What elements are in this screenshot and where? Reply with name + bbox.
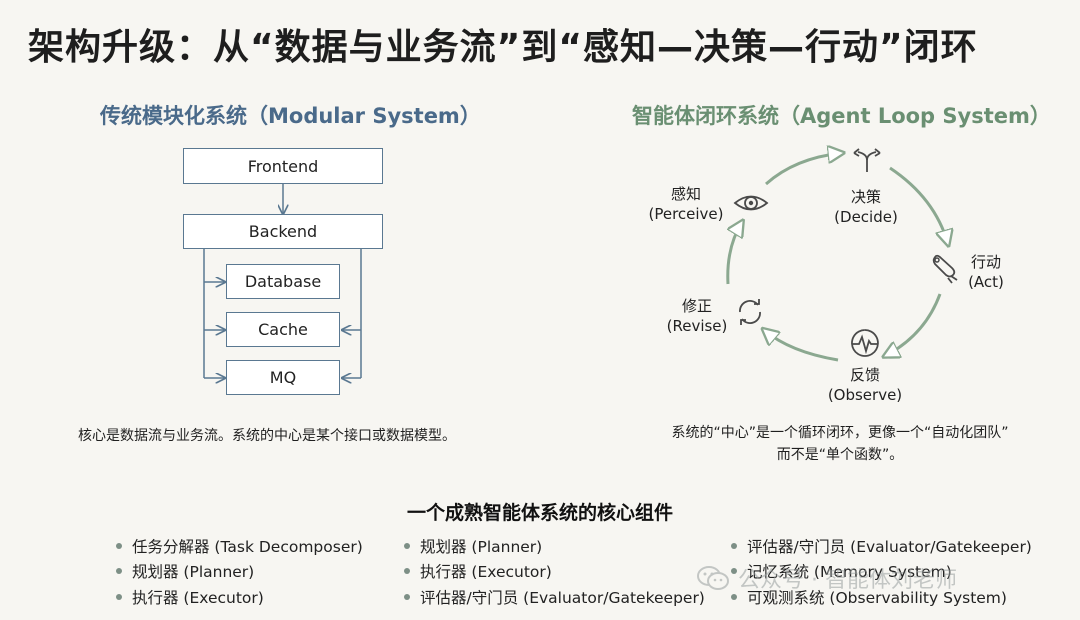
bullet-icon bbox=[731, 593, 737, 600]
component-label: 评估器/守门员 (Evaluator/Gatekeeper) bbox=[747, 537, 1032, 556]
component-label: 评估器/守门员 (Evaluator/Gatekeeper) bbox=[420, 588, 705, 607]
agent-loop-caption-line2: 而不是“单个函数”。 bbox=[776, 447, 904, 463]
stage-perceive-zh: 感知 bbox=[670, 185, 701, 203]
refresh-icon bbox=[739, 299, 761, 325]
perceive-to-decide-arrow bbox=[764, 153, 842, 186]
components-title: 一个成熟智能体系统的核心组件 bbox=[406, 502, 673, 524]
bullet-icon bbox=[404, 593, 410, 600]
stage-act-en: (Act) bbox=[968, 273, 1004, 291]
component-item: 执行器 (Executor) bbox=[116, 584, 363, 610]
eye-icon bbox=[733, 195, 769, 211]
decide-to-act-arrow bbox=[889, 166, 948, 244]
frontend-box: Frontend bbox=[183, 148, 383, 184]
database-box: Database bbox=[226, 264, 340, 299]
backend-box: Backend bbox=[183, 214, 383, 249]
bullet-icon bbox=[116, 568, 122, 575]
fork-arrows-icon bbox=[853, 148, 881, 172]
component-item: 规划器 (Planner) bbox=[404, 533, 705, 559]
stage-observe: 反馈 (Observe) bbox=[824, 365, 906, 405]
component-item: 可观测系统 (Observability System) bbox=[731, 584, 1032, 610]
stage-decide: 决策 (Decide) bbox=[826, 187, 906, 227]
stage-revise: 修正 (Revise) bbox=[660, 296, 734, 336]
component-label: 任务分解器 (Task Decomposer) bbox=[132, 537, 363, 556]
bullet-icon bbox=[404, 568, 410, 575]
revise-to-perceive-arrow bbox=[726, 222, 742, 285]
component-label: 执行器 (Executor) bbox=[132, 588, 264, 607]
cache-box: Cache bbox=[226, 312, 340, 347]
stage-act-zh: 行动 bbox=[970, 253, 1001, 271]
mq-box: MQ bbox=[226, 360, 340, 395]
stage-decide-en: (Decide) bbox=[834, 208, 898, 226]
stage-observe-zh: 反馈 bbox=[849, 366, 880, 384]
component-label: 记忆系统 (Memory System) bbox=[747, 563, 952, 582]
stage-decide-zh: 决策 bbox=[850, 188, 881, 206]
observe-to-revise-arrow bbox=[764, 330, 839, 362]
pulse-monitor-icon bbox=[851, 329, 879, 357]
stage-act: 行动 (Act) bbox=[960, 252, 1012, 292]
component-item: 评估器/守门员 (Evaluator/Gatekeeper) bbox=[404, 584, 705, 610]
component-label: 可观测系统 (Observability System) bbox=[747, 588, 1007, 607]
component-label: 规划器 (Planner) bbox=[132, 563, 255, 582]
wechat-icon bbox=[697, 566, 729, 590]
components-column-2: 规划器 (Planner) 执行器 (Executor) 评估器/守门员 (Ev… bbox=[404, 533, 705, 610]
stage-revise-zh: 修正 bbox=[681, 297, 712, 315]
stage-perceive-en: (Perceive) bbox=[648, 205, 724, 223]
bullet-icon bbox=[731, 568, 737, 575]
stage-revise-en: (Revise) bbox=[666, 317, 728, 335]
component-item: 任务分解器 (Task Decomposer) bbox=[116, 533, 363, 559]
bullet-icon bbox=[404, 542, 410, 549]
stage-observe-en: (Observe) bbox=[827, 386, 903, 404]
modular-system-subtitle: 传统模块化系统（Modular System） bbox=[100, 104, 481, 128]
agent-loop-caption: 系统的“中心”是一个循环闭环，更像一个“自动化团队” 而不是“单个函数”。 bbox=[620, 422, 1060, 466]
component-label: 执行器 (Executor) bbox=[420, 563, 552, 582]
agent-loop-subtitle: 智能体闭环系统（Agent Loop System） bbox=[632, 104, 1051, 128]
stage-perceive: 感知 (Perceive) bbox=[646, 184, 726, 224]
act-to-observe-arrow bbox=[885, 293, 942, 356]
component-label: 规划器 (Planner) bbox=[420, 537, 543, 556]
watermark: 公众号 · 智能体刘老师 bbox=[696, 562, 957, 594]
wrench-hand-icon bbox=[932, 254, 958, 284]
modular-caption: 核心是数据流与业务流。系统的中心是某个接口或数据模型。 bbox=[78, 428, 456, 444]
page-title: 架构升级：从“数据与业务流”到“感知—决策—行动”闭环 bbox=[28, 27, 978, 68]
component-item: 规划器 (Planner) bbox=[116, 559, 363, 585]
components-column-3: 评估器/守门员 (Evaluator/Gatekeeper) 记忆系统 (Mem… bbox=[731, 533, 1032, 610]
agent-loop-caption-line1: 系统的“中心”是一个循环闭环，更像一个“自动化团队” bbox=[671, 425, 1009, 441]
bullet-icon bbox=[116, 542, 122, 549]
component-item: 执行器 (Executor) bbox=[404, 559, 705, 585]
component-item: 评估器/守门员 (Evaluator/Gatekeeper) bbox=[731, 533, 1032, 559]
component-item: 记忆系统 (Memory System) bbox=[731, 559, 1032, 585]
watermark-text: 公众号 · 智能体刘老师 bbox=[738, 568, 957, 593]
bullet-icon bbox=[116, 593, 122, 600]
bullet-icon bbox=[731, 542, 737, 549]
components-column-1: 任务分解器 (Task Decomposer) 规划器 (Planner) 执行… bbox=[116, 533, 363, 610]
